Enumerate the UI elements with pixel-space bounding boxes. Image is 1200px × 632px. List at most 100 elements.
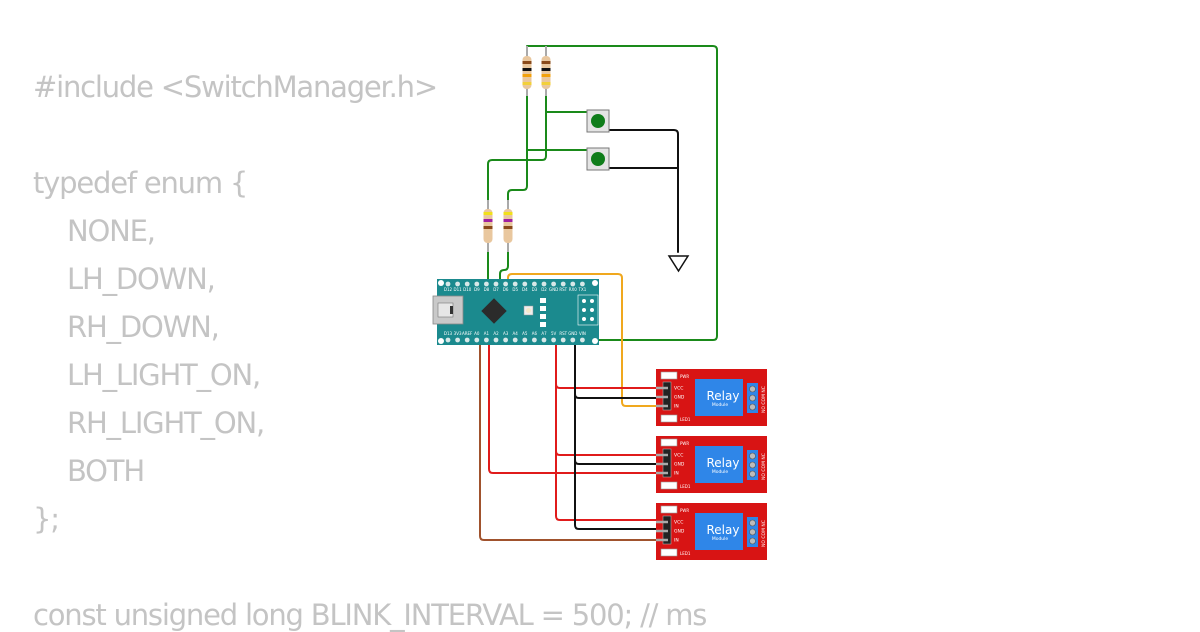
relay-pwr-label: PWR: [680, 508, 689, 513]
relay-led-label: LED1: [680, 551, 691, 556]
board-pin-label: D2: [541, 287, 547, 292]
wire-black-gnd-3: [574, 459, 661, 530]
board-pin: [580, 337, 585, 343]
board-pin: [551, 337, 556, 343]
relay-pin-label: VCC: [674, 520, 683, 526]
relay-pwr-label: PWR: [680, 441, 689, 446]
board-pin-label: A1: [484, 331, 490, 336]
board-pin-label: A3: [503, 331, 509, 336]
relay-pin-label: IN: [674, 404, 679, 410]
pushbutton-1: [586, 109, 610, 133]
wire-green-res1-down: [526, 91, 587, 151]
code-line-enum-lh-light-on: LH_LIGHT_ON,: [67, 358, 261, 392]
wire-green-res2-to-left: [487, 111, 547, 209]
board-pin: [474, 337, 480, 343]
code-line-enum-rh-down: RH_DOWN,: [67, 310, 220, 344]
ground-icon: [667, 255, 690, 273]
wire-red-5v-3: [555, 450, 661, 521]
microcontroller-chip: [481, 298, 507, 324]
board-pin-label: D8: [484, 287, 490, 292]
relay-pin-label: IN: [674, 538, 679, 544]
relay-title: Relay: [707, 523, 740, 537]
wire-orange-d6: [507, 273, 661, 407]
relay-pin-label: GND: [674, 462, 685, 468]
board-pin-label: 3V3: [454, 331, 462, 336]
wire-green-d7: [499, 245, 509, 283]
board-pin: [560, 281, 566, 287]
relay-subtitle: Module: [712, 469, 729, 475]
relay-terminal-labels: NO COM NC: [761, 453, 767, 480]
board-pin: [493, 337, 499, 343]
relay-title: Relay: [707, 456, 740, 470]
board-pin: [551, 281, 556, 287]
board-pin-label: D6: [503, 287, 509, 292]
board-pin-label: RST: [559, 331, 567, 336]
relay-pin-label: GND: [674, 395, 685, 401]
board-pin: [455, 337, 460, 343]
board-pin-label: D4: [522, 287, 528, 292]
pushbutton-2: [586, 147, 610, 171]
board-pin-label: A0: [474, 331, 480, 336]
code-line-enum-lh-down: LH_DOWN,: [67, 262, 216, 296]
board-pin-label: D11: [454, 287, 463, 292]
relay-pwr-label: PWR: [680, 374, 689, 379]
board-pin: [522, 281, 528, 287]
board-pin: [503, 337, 508, 343]
board-pin-label: D7: [493, 287, 499, 292]
relay-terminal-labels: NO COM NC: [761, 386, 767, 413]
board-pin-label: AREF: [462, 331, 473, 336]
wire-green-top-loop: [526, 45, 718, 341]
relay-led-label: LED1: [680, 484, 691, 489]
board-pin-label: 5V: [551, 331, 557, 336]
board-pin-label: D9: [474, 287, 480, 292]
relay-subtitle: Module: [712, 402, 729, 408]
resistor-top-1: [522, 46, 532, 96]
relay-pin-label: VCC: [674, 386, 683, 392]
resistor-top-2: [541, 46, 551, 96]
board-pin-label: A6: [532, 331, 538, 336]
relay-led-label: LED1: [680, 417, 691, 422]
board-pin-label: VIN: [579, 331, 586, 336]
usb-connector: [432, 295, 464, 325]
code-line-enum-close: };: [33, 502, 60, 536]
board-pin: [512, 281, 518, 287]
relay-pin-label: VCC: [674, 453, 683, 459]
wire-green-res2-down: [545, 91, 587, 113]
board-pin-label: D13: [444, 331, 453, 336]
wire-black-gnd-1: [574, 341, 661, 399]
wire-red-5v-1: [555, 341, 661, 389]
board-pin: [541, 337, 547, 343]
wire-black-btn1: [609, 129, 679, 253]
board-pin-label: GND: [549, 287, 558, 292]
board-pin: [560, 337, 566, 343]
relay-terminal-labels: NO COM NC: [761, 520, 767, 547]
board-pin: [464, 281, 470, 287]
board-pin-label: RX0: [569, 287, 578, 292]
wire-brown-a0: [479, 341, 661, 541]
code-line-enum-rh-light-on: RH_LIGHT_ON,: [67, 406, 265, 440]
resistor-mid-2: [503, 200, 513, 252]
board-pin-label: RST: [559, 287, 567, 292]
board-pin-label: A2: [493, 331, 499, 336]
relay-title: Relay: [707, 389, 740, 403]
board-pin: [474, 281, 480, 287]
board-pin: [493, 281, 499, 287]
board-pin: [580, 281, 585, 287]
board-pin: [522, 337, 528, 343]
board-pin: [532, 281, 537, 287]
board-pin-label: D10: [463, 287, 472, 292]
board-pin-label: GND: [568, 331, 577, 336]
board-pin-label: A7: [541, 331, 547, 336]
board-pin: [541, 281, 547, 287]
board-pin: [503, 281, 508, 287]
board-pin: [532, 337, 537, 343]
board-pin: [570, 281, 576, 287]
code-line-include: #include <SwitchManager.h>: [33, 70, 438, 104]
board-pin-label: A5: [522, 331, 528, 336]
